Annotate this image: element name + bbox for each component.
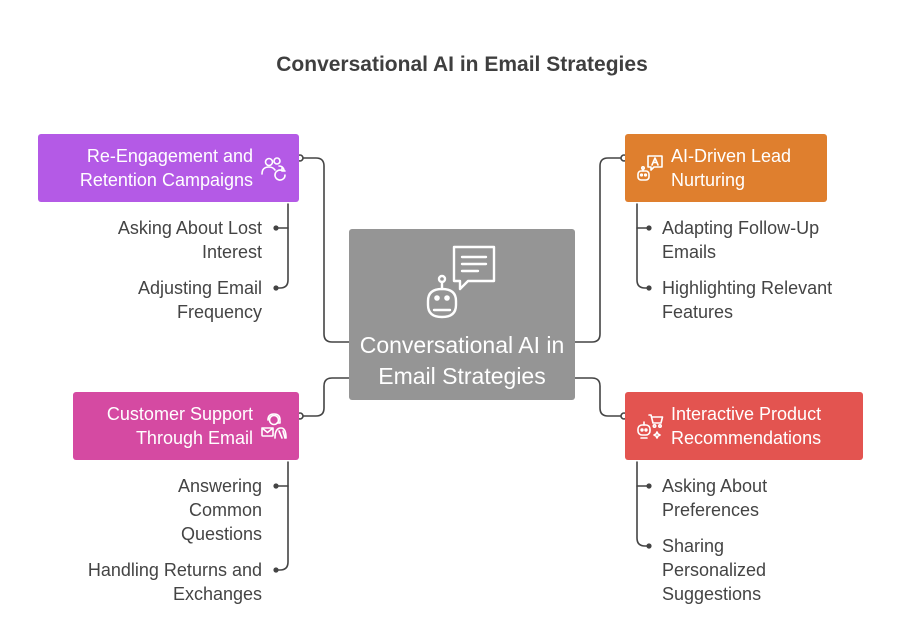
support-agent-email-icon: [261, 413, 287, 439]
leaf-item: Sharing Personalized Suggestions: [662, 536, 767, 604]
branch-support: Customer Support Through Email: [73, 392, 299, 460]
diagram-title: Conversational AI in Email Strategies: [276, 53, 648, 76]
leaf-dot: [273, 225, 279, 231]
leaf-dot: [646, 285, 652, 291]
leaf-dot: [273, 483, 279, 489]
branch-label: Customer Support Through Email: [106, 404, 253, 448]
ai-chat-bot-icon: [637, 155, 663, 181]
connector-reengagement: [299, 157, 350, 343]
leaf-item: Highlighting Relevant Features: [662, 278, 833, 322]
branch-recommendations: Interactive Product Recommendations: [625, 392, 863, 460]
branch-label: Interactive Product Recommendations: [671, 404, 822, 448]
leaf-rail-reengagement: [275, 203, 289, 289]
leaf-item: Asking About Lost Interest: [117, 218, 262, 262]
leaf-item: Asking About Preferences: [662, 476, 768, 520]
leaf-rail-support: [275, 461, 289, 571]
leaf-dot: [646, 483, 652, 489]
leaf-rail-lead-nurturing: [636, 203, 650, 289]
leaf-dot: [273, 567, 279, 573]
chatbot-icon: [426, 245, 496, 319]
branch-label: AI-Driven Lead Nurturing: [671, 146, 792, 190]
leaf-dot: [273, 285, 279, 291]
leaf-item: Adapting Follow-Up Emails: [662, 218, 820, 262]
center-node: Conversational AI in Email Strategies: [349, 229, 575, 400]
robot-cart-icon: [637, 414, 664, 439]
leaf-item: Adjusting Email Frequency: [137, 278, 262, 322]
branch-lead-nurturing: AI-Driven Lead Nurturing: [625, 134, 827, 202]
branch-reengagement: Re-Engagement and Retention Campaigns: [38, 134, 299, 202]
leaf-dot: [646, 543, 652, 549]
center-label: Conversational AI in Email Strategies: [359, 332, 565, 389]
leaf-dot: [646, 225, 652, 231]
leaf-rail-recommendations: [636, 461, 650, 547]
leaf-item: Answering Common Questions: [177, 476, 262, 544]
connector-recommendations: [574, 377, 625, 417]
connector-lead-nurturing: [574, 157, 625, 343]
connector-support: [299, 377, 350, 417]
users-refresh-icon: [261, 157, 286, 181]
branch-label: Re-Engagement and Retention Campaigns: [79, 146, 253, 190]
leaf-item: Handling Returns and Exchanges: [87, 560, 262, 604]
